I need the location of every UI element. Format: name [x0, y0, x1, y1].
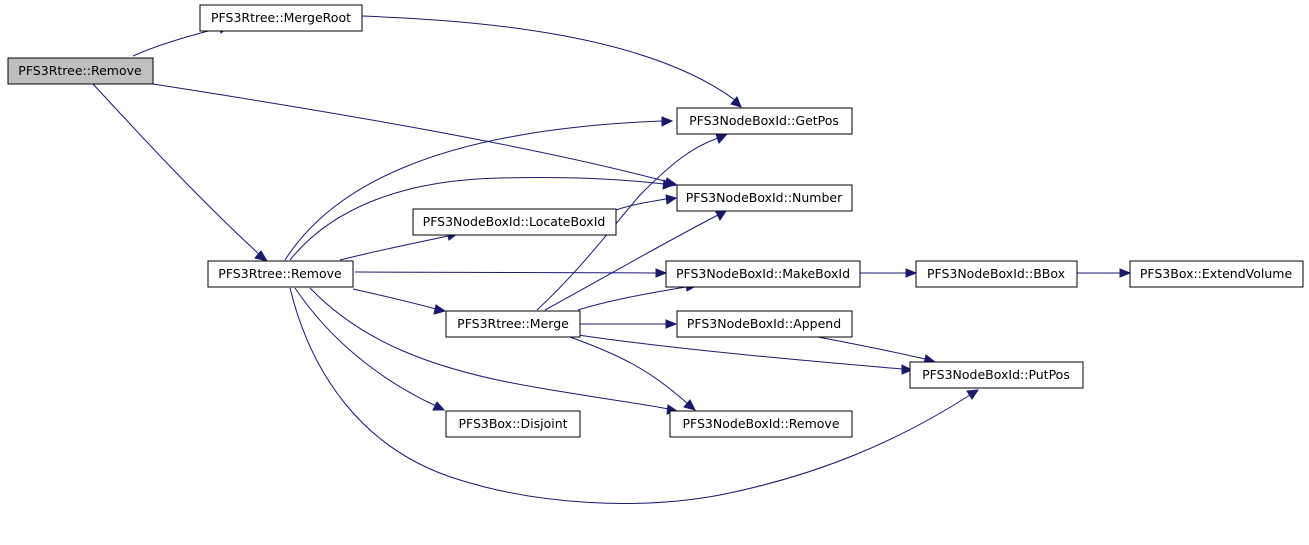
node-bbox-box — [915, 260, 1078, 288]
node-root-remove[interactable]: PFS3Rtree::Remove — [7, 57, 154, 85]
edge-remove2-to-number — [289, 176, 665, 261]
node-merge[interactable]: PFS3Rtree::Merge — [445, 310, 581, 338]
edges — [92, 15, 1132, 504]
node-merge-root-box — [199, 4, 363, 32]
node-make-box-id-label: PFS3NodeBoxId::MakeBoxId — [676, 266, 850, 281]
node-bbox[interactable]: PFS3NodeBoxId::BBox — [915, 260, 1078, 288]
node-disjoint-label: PFS3Box::Disjoint — [458, 416, 567, 431]
arrow-head — [1119, 268, 1132, 278]
node-remove2[interactable]: PFS3Rtree::Remove — [207, 260, 354, 288]
arrow-head — [662, 179, 675, 190]
node-get-pos[interactable]: PFS3NodeBoxId::GetPos — [676, 107, 853, 135]
node-merge-root-label: PFS3Rtree::MergeRoot — [211, 10, 351, 25]
edge-remove2-to-make-box-id — [354, 271, 657, 274]
node-number[interactable]: PFS3NodeBoxId::Number — [676, 184, 853, 212]
arrow-head — [966, 389, 979, 400]
node-append-box — [676, 310, 853, 338]
edge-merge-root-to-get-pos — [361, 15, 736, 101]
edge-remove2-to-disjoint — [294, 287, 437, 407]
node-merge-label: PFS3Rtree::Merge — [457, 316, 569, 331]
edge-locate-to-number — [615, 198, 667, 211]
node-root-remove-box — [7, 57, 154, 85]
node-disjoint[interactable]: PFS3Box::Disjoint — [445, 410, 581, 438]
node-extend-volume[interactable]: PFS3Box::ExtendVolume — [1129, 260, 1304, 288]
edge-merge-to-get-pos — [536, 137, 719, 311]
edge-remove2-to-merge — [352, 288, 437, 310]
edge-merge-to-number — [544, 214, 719, 311]
node-extend-volume-box — [1129, 260, 1304, 288]
arrow-head — [730, 96, 742, 108]
node-locate-box-id-box — [412, 208, 617, 236]
arrow-head — [905, 268, 918, 278]
edge-root-remove-to-number — [152, 83, 669, 183]
node-remove2-box — [207, 260, 354, 288]
node-get-pos-label: PFS3NodeBoxId::GetPos — [689, 113, 839, 128]
arrow-head — [655, 268, 668, 278]
edge-remove2-to-put-pos — [289, 287, 971, 504]
arrow-head — [665, 194, 678, 205]
node-nodebox-remove[interactable]: PFS3NodeBoxId::Remove — [669, 410, 853, 438]
arrow-head — [433, 304, 447, 315]
node-disjoint-box — [445, 410, 581, 438]
arrow-head — [901, 364, 914, 375]
node-make-box-id-box — [665, 260, 861, 288]
edge-root-remove-to-merge-root — [132, 27, 221, 57]
node-extend-volume-label: PFS3Box::ExtendVolume — [1140, 266, 1293, 281]
edge-append-to-put-pos — [817, 336, 926, 360]
arrow-head — [432, 401, 446, 411]
edge-merge-to-put-pos — [577, 334, 903, 370]
node-put-pos[interactable]: PFS3NodeBoxId::PutPos — [909, 361, 1084, 389]
node-put-pos-box — [909, 361, 1084, 389]
node-put-pos-label: PFS3NodeBoxId::PutPos — [922, 367, 1070, 382]
node-root-remove-label: PFS3Rtree::Remove — [18, 63, 142, 78]
arrow-head — [661, 116, 674, 127]
arrow-head — [715, 133, 729, 144]
node-make-box-id[interactable]: PFS3NodeBoxId::MakeBoxId — [665, 260, 861, 288]
node-bbox-label: PFS3NodeBoxId::BBox — [927, 266, 1065, 281]
nodes: PFS3Rtree::Remove PFS3Rtree::MergeRoot P… — [7, 4, 1304, 438]
node-merge-root[interactable]: PFS3Rtree::MergeRoot — [199, 4, 363, 32]
edge-merge-to-make-box-id — [577, 286, 687, 311]
edge-remove2-to-locate — [339, 235, 449, 261]
node-nodebox-remove-box — [669, 410, 853, 438]
arrow-head — [683, 399, 696, 411]
node-merge-box — [445, 310, 581, 338]
arrow-head — [715, 210, 728, 221]
node-number-label: PFS3NodeBoxId::Number — [686, 190, 843, 205]
edge-root-remove-to-remove2 — [92, 83, 261, 256]
node-locate-box-id[interactable]: PFS3NodeBoxId::LocateBoxId — [412, 208, 617, 236]
node-locate-box-id-label: PFS3NodeBoxId::LocateBoxId — [423, 214, 606, 229]
node-get-pos-box — [676, 107, 853, 135]
edge-merge-to-nodebox-remove — [569, 336, 689, 405]
edge-remove2-to-nodebox-remove — [309, 287, 669, 410]
node-nodebox-remove-label: PFS3NodeBoxId::Remove — [682, 416, 839, 431]
node-remove2-label: PFS3Rtree::Remove — [218, 266, 342, 281]
node-append[interactable]: PFS3NodeBoxId::Append — [676, 310, 853, 338]
node-number-box — [676, 184, 853, 212]
arrow-head — [254, 250, 269, 262]
arrow-head — [665, 319, 678, 329]
edge-remove2-to-get-pos — [284, 120, 663, 261]
node-append-label: PFS3NodeBoxId::Append — [687, 316, 841, 331]
